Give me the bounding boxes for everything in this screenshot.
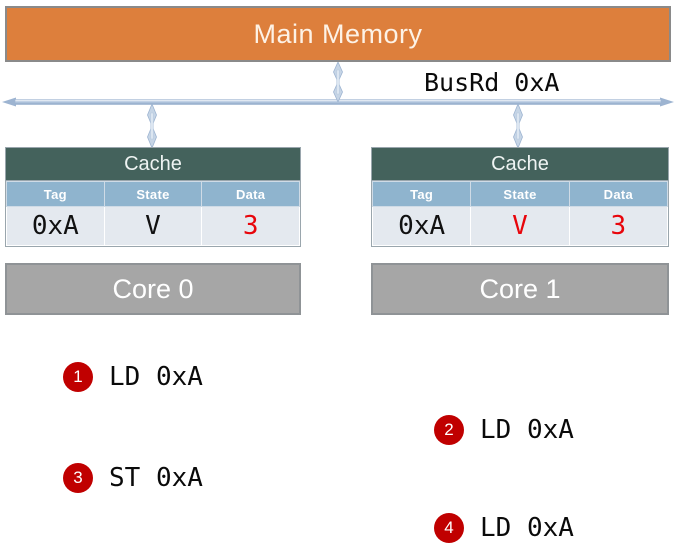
cache-cell-tag-1: 0xA (371, 206, 472, 246)
step-badge-4: 4 (434, 513, 464, 543)
step-badge-2: 2 (434, 415, 464, 445)
core-block-1: Core 1 (371, 263, 669, 315)
core-label-0: Core 0 (112, 273, 194, 304)
processor-node-1: Cache Tag State Data 0xA V 3 Core 1 (371, 147, 669, 315)
step-1: 1 LD 0xA (63, 362, 203, 392)
step-2: 2 LD 0xA (434, 415, 574, 445)
cache-cell-state-0: V (103, 206, 203, 246)
bus-connector-cache-0 (147, 104, 157, 148)
main-memory-block: Main Memory (5, 6, 671, 62)
step-3: 3 ST 0xA (63, 463, 203, 493)
cache-cell-data-1: 3 (568, 206, 669, 246)
cache-header-data-0: Data (201, 181, 300, 207)
cache-header-tag-1: Tag (371, 181, 472, 207)
step-4: 4 LD 0xA (434, 513, 574, 543)
cache-row-0: 0xA V 3 (6, 206, 300, 246)
step-badge-1: 1 (63, 362, 93, 392)
cache-table-0: Tag State Data 0xA V 3 (6, 181, 300, 246)
bus-connector-cache-1 (513, 104, 523, 148)
bus-connector-memory (333, 62, 343, 102)
core-block-0: Core 0 (5, 263, 301, 315)
cache-table-1: Tag State Data 0xA V 3 (371, 181, 669, 246)
cache-block-1: Cache Tag State Data 0xA V 3 (371, 147, 669, 247)
cache-header-state-1: State (470, 181, 570, 207)
cache-header-row-1: Tag State Data (371, 181, 669, 207)
bus-transaction-label: BusRd 0xA (424, 68, 560, 97)
processor-node-0: Cache Tag State Data 0xA V 3 Core 0 (5, 147, 301, 315)
main-memory-label: Main Memory (253, 18, 423, 49)
cache-title-1: Cache (372, 148, 668, 181)
cache-header-tag-0: Tag (6, 181, 105, 207)
cache-cell-state-1: V (470, 206, 570, 246)
cache-header-row-0: Tag State Data (6, 181, 300, 207)
cache-cell-tag-0: 0xA (6, 206, 105, 246)
cache-cell-data-0: 3 (201, 206, 300, 246)
step-text-2: LD 0xA (480, 415, 574, 445)
core-label-1: Core 1 (479, 273, 561, 304)
step-badge-3: 3 (63, 463, 93, 493)
cache-block-0: Cache Tag State Data 0xA V 3 (5, 147, 301, 247)
step-text-3: ST 0xA (109, 463, 203, 493)
cache-header-data-1: Data (568, 181, 669, 207)
cache-header-state-0: State (103, 181, 203, 207)
step-text-1: LD 0xA (109, 362, 203, 392)
cache-title-0: Cache (6, 148, 300, 181)
step-text-4: LD 0xA (480, 513, 574, 543)
cache-row-1: 0xA V 3 (371, 206, 669, 246)
